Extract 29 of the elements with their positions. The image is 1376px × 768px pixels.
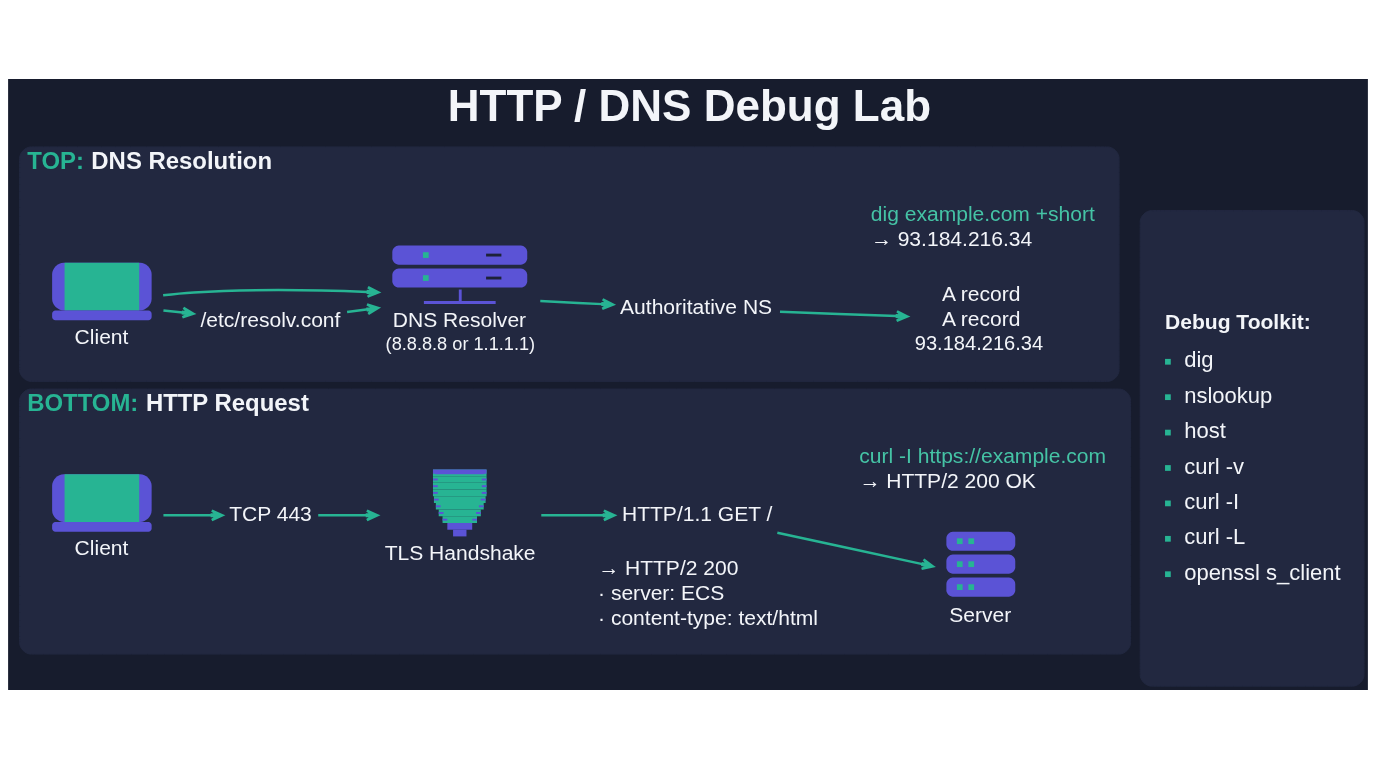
- node-label: Server: [949, 602, 1012, 626]
- arrow: [540, 297, 615, 310]
- label: · server: ECS: [598, 580, 725, 604]
- label: → HTTP/2 200: [598, 555, 739, 579]
- label: → HTTP/2 200 OK: [859, 468, 1036, 492]
- node-label: (8.8.8.8 or 1.1.1.1): [385, 333, 536, 354]
- node-text: Authoritative NS: [620, 294, 773, 318]
- node-label: TLS Handshake: [384, 540, 536, 564]
- node-text: A record A record 93.184.216.34: [914, 281, 1044, 354]
- arrow: [163, 306, 195, 319]
- node-box: Debug Toolkit: dig nslookup host curl -v curl -I curl -L openssl s_client: [1139, 209, 1365, 687]
- label: dig example.com +short: [870, 201, 1095, 225]
- arrow: [163, 285, 380, 298]
- arrow: [318, 508, 379, 521]
- node-label: DNS Resolver: [392, 307, 527, 331]
- diagram-title: HTTP / DNS Debug Lab: [447, 80, 932, 130]
- label: · content-type: text/html: [598, 605, 818, 629]
- node-label: Client: [74, 535, 129, 559]
- node-label: Client: [74, 324, 129, 348]
- arrow: [541, 508, 616, 521]
- node-text: HTTP/1.1 GET /: [621, 501, 773, 525]
- arrow: [346, 302, 380, 315]
- label: curl -I https://example.com: [859, 443, 1107, 467]
- arrow: [777, 530, 935, 570]
- arrow: [163, 508, 224, 521]
- node-text: /etc/resolv.conf: [200, 307, 341, 331]
- node-text: TCP 443: [229, 501, 312, 525]
- arrow: [779, 309, 909, 322]
- label: → 93.184.216.34: [870, 226, 1033, 250]
